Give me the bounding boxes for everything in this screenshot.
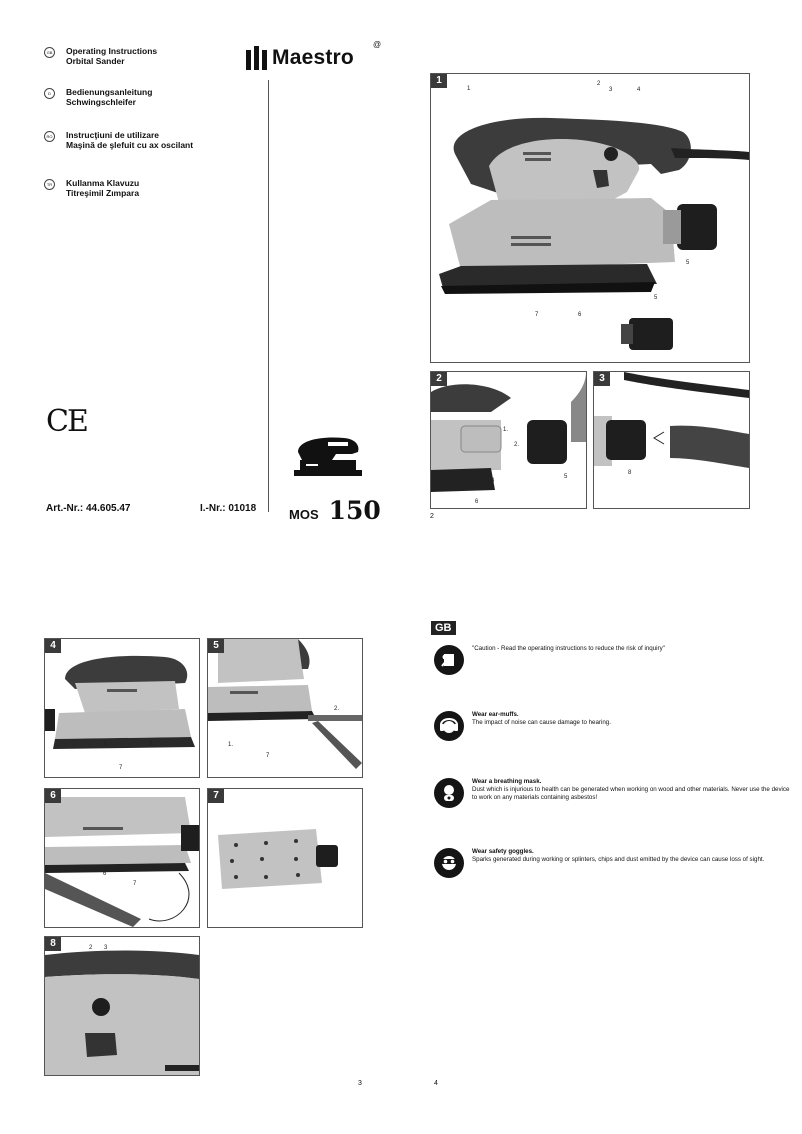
figure-1: 1 1 2 3 4 5 5 6 7 [430,73,750,363]
callout: 2 [89,945,93,951]
safety-text: "Caution - Read the operating instructio… [472,645,665,652]
figure-8-photo [45,950,199,1075]
callout: 6 [103,871,107,877]
safety-heading: Wear ear-muffs. [472,711,519,718]
safety-item: Wear safety goggles.Sparks generated dur… [434,848,792,878]
brand-name: Maestro [272,46,354,69]
sander-silhouette-icon [294,437,362,476]
callout: 8 [628,470,632,476]
lang-title: Bedienungsanleitung [66,87,153,97]
lang-title: Kullanma Klavuzu [66,178,140,188]
maestro-logo-icon [246,46,267,70]
callout: 3 [104,945,108,951]
goggles-icon [434,848,464,878]
figure-7: 7 [207,788,363,928]
page-number: 2 [430,513,434,520]
figure-8: 8 2 3 [44,936,200,1076]
callout: 2. [514,442,520,448]
callout: 3 [609,87,613,93]
callout: 2 [597,81,601,87]
lang-subtitle: Maşină de şlefuit cu ax oscilant [66,140,194,150]
figure-4: 4 1. 2. 7 [44,638,200,778]
callout: 1. [503,427,509,433]
callout: 6 [578,312,582,318]
figure-number: 5 [208,639,224,653]
flag-icon: GB [44,47,55,58]
flag-icon: TR [44,179,55,190]
safety-text: Dust which is injurious to health can be… [472,786,790,801]
figure-number: 1 [431,74,447,88]
model-prefix: MOS [289,507,319,522]
safety-text: The impact of noise can cause damage to … [472,719,611,726]
figure-number: 2 [431,372,447,386]
lang-subtitle: Titreşimil Zımpara [66,188,140,198]
figure-2-photo [431,372,586,492]
sander-photo [439,117,749,350]
safety-text: Sparks generated during working or splin… [472,856,765,863]
safety-heading: Wear safety goggles. [472,848,534,855]
lang-title: Operating Instructions [66,46,158,56]
callout: 7 [535,312,539,318]
callout: 5 [564,474,568,480]
callout: 4 [637,87,641,93]
flag-icon: D [44,88,55,99]
figure-6: 6 6 7 [44,788,200,928]
figure-number: 8 [45,937,61,951]
figure-6-photo [45,797,199,927]
callout: 5 [654,295,658,301]
callout: 1 [467,86,471,92]
brand-reg-mark: @ [373,40,382,49]
figure-number: 6 [45,789,61,803]
callout: 2. [149,741,155,747]
callout: 1. [103,741,109,747]
callout: 7 [119,765,123,771]
identification-number: I.-Nr.: 01018 [200,503,257,514]
flag-icon: RO [44,131,55,142]
section-label-gb: GB [431,621,456,635]
lang-subtitle: Schwingschleifer [66,97,136,107]
figure-5-photo [208,639,362,769]
figure-4-photo [45,655,195,749]
callout: 8 [491,478,495,484]
model-name: MOS 150 [289,496,381,525]
figure-number: 4 [45,639,61,653]
breathing-mask-icon [434,778,464,808]
cover-divider [268,80,269,512]
figure-7-photo [218,829,338,889]
figure-number: 7 [208,789,224,803]
safety-heading: Wear a breathing mask. [472,778,542,785]
safety-item: "Caution - Read the operating instructio… [434,645,792,675]
callout: 7 [266,753,270,759]
callout: 6 [475,499,479,505]
page-number: 4 [434,1080,438,1087]
figure-2: 2 1. 2. 8 5 6 [430,371,587,509]
callout: 7 [133,881,137,887]
safety-item: Wear ear-muffs.The impact of noise can c… [434,711,792,741]
ce-mark: CE [46,404,89,439]
lang-title: Instrucţiuni de utilizare [66,130,160,140]
figure-5: 5 2. 1. 7 [207,638,363,778]
article-number: Art.-Nr.: 44.605.47 [46,503,131,514]
page-number: 3 [358,1080,362,1087]
callout: 5 [686,260,690,266]
figure-number: 3 [594,372,610,386]
figure-3: 3 8 [593,371,750,509]
model-number: 150 [328,496,381,525]
lang-subtitle: Orbital Sander [66,56,125,66]
brand-logo: Maestro @ [244,40,381,72]
figure-3-photo [594,372,749,468]
ear-muffs-icon [434,711,464,741]
callout: 1. [228,742,234,748]
manual-icon [434,645,464,675]
safety-item: Wear a breathing mask.Dust which is inju… [434,778,792,808]
callout: 2. [334,706,340,712]
